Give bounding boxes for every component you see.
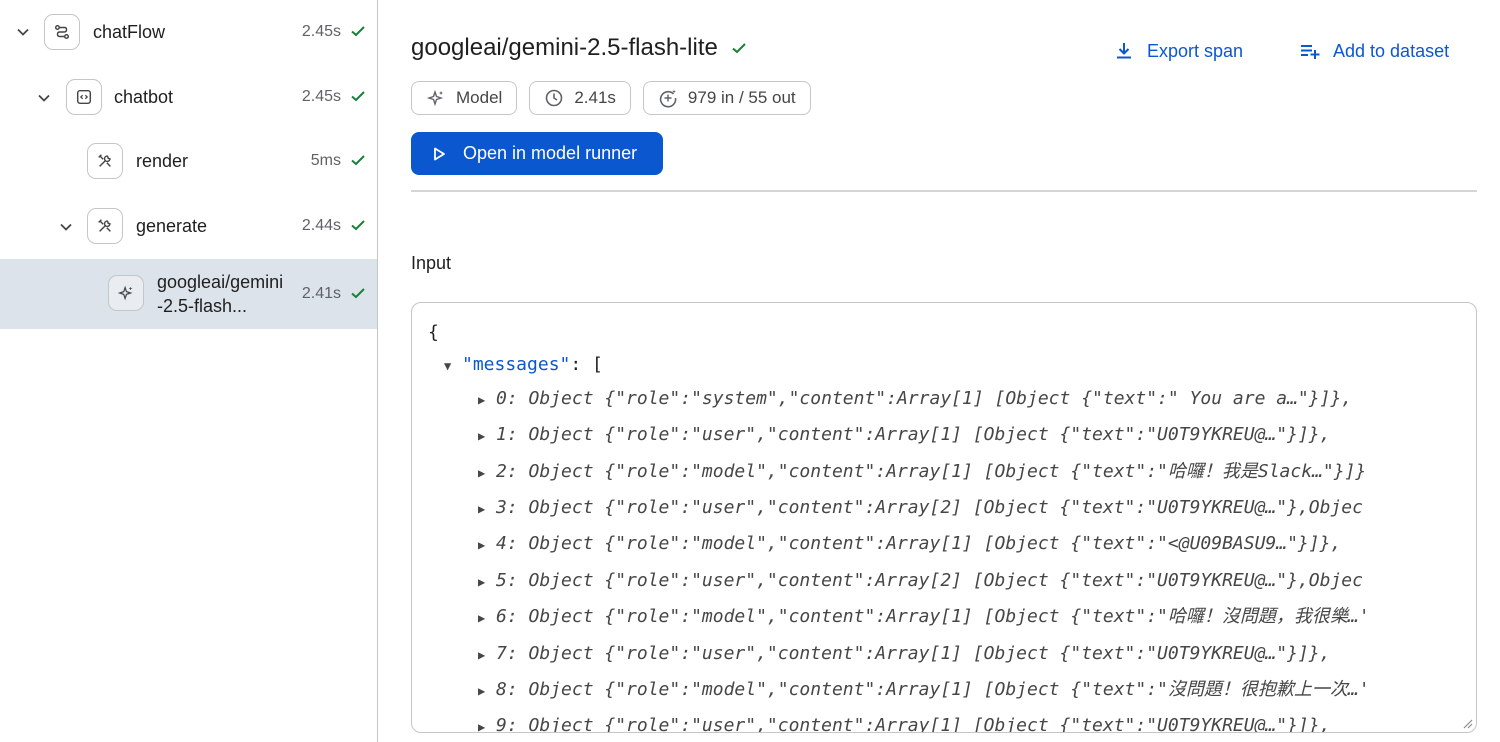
tool-icon [87, 208, 123, 244]
code-block-icon [66, 79, 102, 115]
expand-triangle-icon[interactable]: ▶ [478, 502, 486, 516]
check-icon [349, 87, 367, 105]
expand-triangle-icon[interactable]: ▶ [478, 429, 486, 443]
json-message-row[interactable]: ▶ 6: Object {"role":"model","content":Arr… [478, 606, 1370, 629]
json-message-text: 2: Object {"role":"model","content":Arra… [496, 461, 1367, 482]
json-open-brace: { [428, 322, 439, 343]
chip-duration: 2.41s [529, 81, 631, 115]
tree-node-chatflow[interactable]: chatFlow 2.45s [0, 0, 377, 64]
resize-handle-icon[interactable] [1461, 717, 1473, 729]
json-message-row[interactable]: ▶ 3: Object {"role":"user","content":Arra… [478, 497, 1363, 520]
download-icon [1117, 43, 1131, 59]
json-message-row[interactable]: ▶ 8: Object {"role":"model","content":Arr… [478, 679, 1370, 702]
span-metadata-chips: Model 2.41s 979 in / 55 out [411, 81, 811, 115]
add-to-dataset-label: Add to dataset [1333, 40, 1450, 61]
play-icon [434, 147, 445, 160]
chip-tokens: 979 in / 55 out [642, 81, 811, 115]
json-message-row[interactable]: ▶ 7: Object {"role":"user","content":Arra… [478, 643, 1330, 666]
tree-node-duration: 2.45s [301, 88, 341, 105]
tree-node-label: render [136, 151, 189, 171]
json-key: "messages" [462, 354, 571, 375]
span-tree-sidebar: chatFlow 2.45s chatbot 2.45s [0, 0, 378, 742]
json-message-text: 4: Object {"role":"model","content":Arra… [496, 533, 1342, 554]
chip-duration-label: 2.41s [574, 88, 616, 107]
json-message-text: 7: Object {"role":"user","content":Array… [496, 643, 1331, 664]
clock-icon [546, 89, 563, 107]
json-message-text: 8: Object {"role":"model","content":Arra… [496, 679, 1370, 700]
sparkle-icon [108, 275, 144, 311]
chip-tokens-label: 979 in / 55 out [687, 88, 796, 107]
tree-node-label: googleai/gemini-2.5-flash... [157, 272, 284, 316]
expand-triangle-icon[interactable]: ▶ [478, 466, 486, 480]
json-messages-node[interactable]: ▼ "messages": [ [444, 354, 603, 377]
json-message-row[interactable]: ▶ 1: Object {"role":"user","content":Arra… [478, 424, 1330, 447]
tree-node-generate[interactable]: generate 2.44s [0, 194, 377, 258]
check-icon [730, 39, 748, 57]
expand-triangle-icon[interactable]: ▶ [478, 538, 486, 552]
flow-icon [44, 14, 80, 50]
span-title: googleai/gemini-2.5-flash-lite [411, 34, 748, 62]
expand-triangle-icon[interactable]: ▶ [478, 393, 486, 407]
divider [411, 190, 1477, 192]
playlist-add-icon [1301, 45, 1320, 59]
json-message-text: 6: Object {"role":"model","content":Arra… [496, 606, 1370, 627]
json-message-text: 5: Object {"role":"user","content":Array… [496, 570, 1363, 591]
span-detail-panel: googleai/gemini-2.5-flash-lite Export sp… [411, 0, 1477, 742]
open-in-model-runner-button[interactable]: Open in model runner [411, 132, 663, 175]
export-span-label: Export span [1147, 40, 1244, 61]
collapse-triangle-icon[interactable]: ▼ [444, 359, 452, 373]
chevron-down-icon[interactable] [13, 22, 33, 42]
chevron-down-icon[interactable] [34, 88, 54, 108]
tool-icon [87, 143, 123, 179]
json-message-row[interactable]: ▶ 5: Object {"role":"user","content":Arra… [478, 570, 1363, 593]
check-icon [349, 22, 367, 40]
json-message-row[interactable]: ▶ 2: Object {"role":"model","content":Arr… [478, 461, 1366, 484]
input-section-label: Input [411, 253, 452, 273]
add-to-dataset-button[interactable]: Add to dataset [1299, 40, 1449, 62]
token-icon [659, 89, 677, 108]
check-icon [349, 284, 367, 302]
tree-node-render[interactable]: render 5ms [0, 129, 377, 193]
expand-triangle-icon[interactable]: ▶ [478, 575, 486, 589]
json-message-text: 0: Object {"role":"system","content":Arr… [496, 388, 1353, 409]
tree-node-label: generate [136, 216, 208, 236]
tree-node-duration: 5ms [310, 152, 341, 169]
tree-node-label: chatbot [114, 87, 174, 107]
tree-node-chatbot[interactable]: chatbot 2.45s [0, 64, 377, 128]
check-icon [349, 216, 367, 234]
tree-node-model-span[interactable]: googleai/gemini-2.5-flash... 2.41s [0, 259, 377, 329]
open-in-model-runner-label: Open in model runner [463, 143, 638, 163]
json-message-row[interactable]: ▶ 9: Object {"role":"user","content":Arra… [478, 715, 1331, 733]
chevron-down-icon[interactable] [56, 217, 76, 237]
span-title-text: googleai/gemini-2.5-flash-lite [411, 34, 718, 61]
export-span-button[interactable]: Export span [1113, 40, 1243, 62]
json-message-text: 9: Object {"role":"user","content":Array… [496, 715, 1331, 733]
chip-span-type-label: Model [456, 88, 503, 107]
json-message-row[interactable]: ▶ 0: Object {"role":"system","content":Ar… [478, 388, 1352, 411]
expand-triangle-icon[interactable]: ▶ [478, 611, 486, 625]
check-icon [349, 151, 367, 169]
input-json-viewer[interactable]: { ▼ "messages": [ ▶ 0: Object {"role":"sys… [411, 302, 1477, 733]
tree-node-label: chatFlow [93, 22, 166, 42]
expand-triangle-icon[interactable]: ▶ [478, 684, 486, 698]
tree-node-duration: 2.45s [301, 23, 341, 40]
tree-node-duration: 2.44s [301, 217, 341, 234]
expand-triangle-icon[interactable]: ▶ [478, 720, 486, 733]
tree-node-duration: 2.41s [301, 285, 341, 302]
json-punct: : [ [570, 354, 603, 375]
json-message-text: 3: Object {"role":"user","content":Array… [496, 497, 1363, 518]
sparkle-icon [426, 89, 444, 107]
expand-triangle-icon[interactable]: ▶ [478, 648, 486, 662]
json-message-text: 1: Object {"role":"user","content":Array… [496, 424, 1331, 445]
json-message-row[interactable]: ▶ 4: Object {"role":"model","content":Arr… [478, 533, 1341, 556]
chip-span-type: Model [411, 81, 518, 115]
